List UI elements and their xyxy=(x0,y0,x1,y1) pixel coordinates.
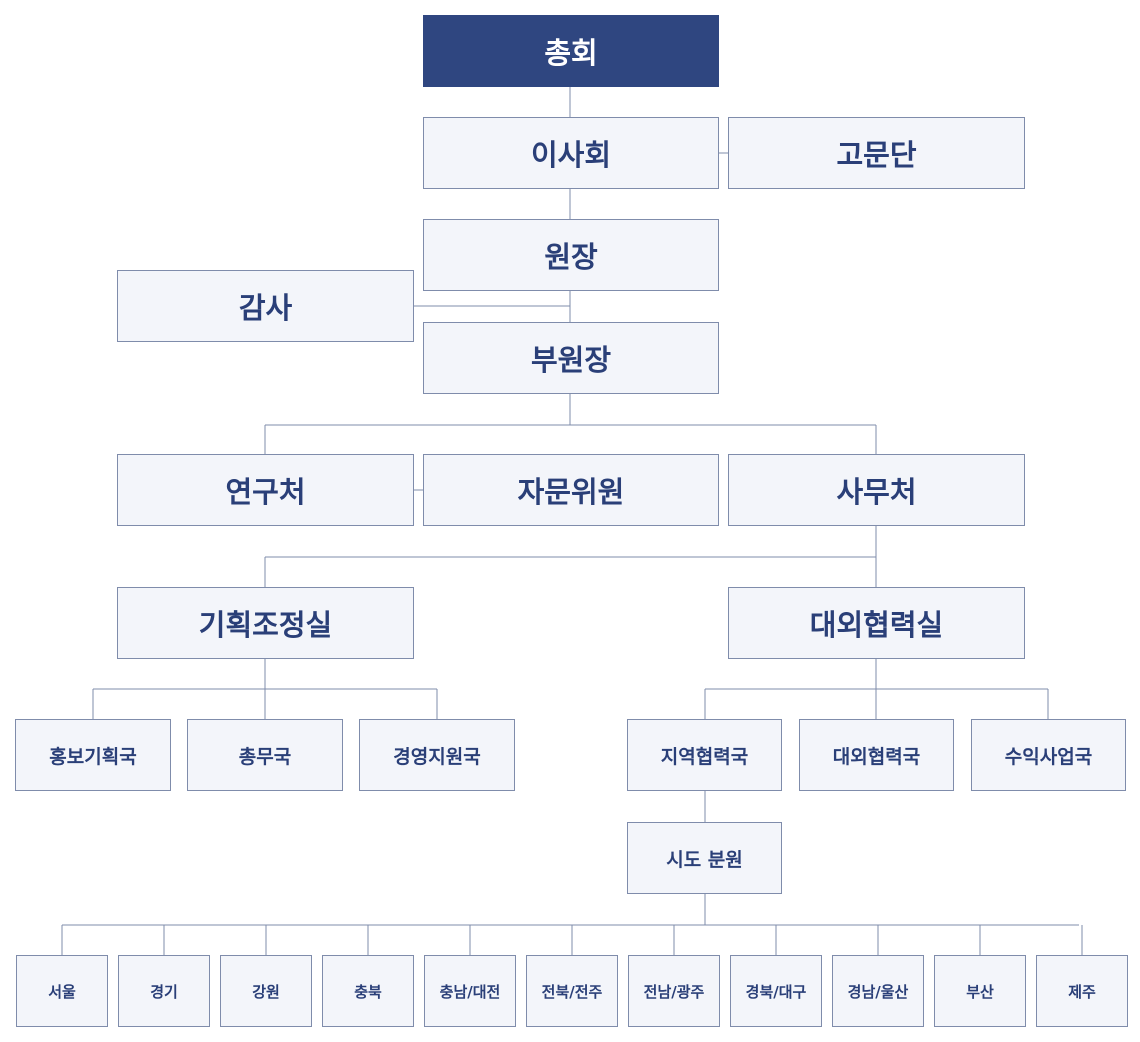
region-box: 충남/대전 xyxy=(424,955,516,1027)
planning-office-box: 기획조정실 xyxy=(117,587,414,659)
general-assembly-box: 총회 xyxy=(423,15,719,87)
region-box: 전북/전주 xyxy=(526,955,618,1027)
region-box: 충북 xyxy=(322,955,414,1027)
advisory-group-box: 고문단 xyxy=(728,117,1025,189)
external-office-box: 대외협력실 xyxy=(728,587,1025,659)
region-connectors xyxy=(61,925,1083,955)
vice-president-box: 부원장 xyxy=(423,322,719,394)
region-box: 경기 xyxy=(118,955,210,1027)
region-box: 서울 xyxy=(16,955,108,1027)
pr-planning-box: 홍보기획국 xyxy=(15,719,171,791)
auditor-box: 감사 xyxy=(117,270,414,342)
research-division-box: 연구처 xyxy=(117,454,414,526)
region-box: 강원 xyxy=(220,955,312,1027)
region-box: 전남/광주 xyxy=(628,955,720,1027)
region-box: 경북/대구 xyxy=(730,955,822,1027)
external-cooperation-box: 대외협력국 xyxy=(799,719,954,791)
region-box: 경남/울산 xyxy=(832,955,924,1027)
regional-cooperation-box: 지역협력국 xyxy=(627,719,782,791)
branches-box: 시도 분원 xyxy=(627,822,782,894)
board-box: 이사회 xyxy=(423,117,719,189)
president-box: 원장 xyxy=(423,219,719,291)
revenue-business-box: 수익사업국 xyxy=(971,719,1126,791)
region-box: 제주 xyxy=(1036,955,1128,1027)
general-affairs-box: 총무국 xyxy=(187,719,343,791)
management-support-box: 경영지원국 xyxy=(359,719,515,791)
region-box: 부산 xyxy=(934,955,1026,1027)
secretariat-box: 사무처 xyxy=(728,454,1025,526)
advisory-committee-box: 자문위원 xyxy=(423,454,719,526)
